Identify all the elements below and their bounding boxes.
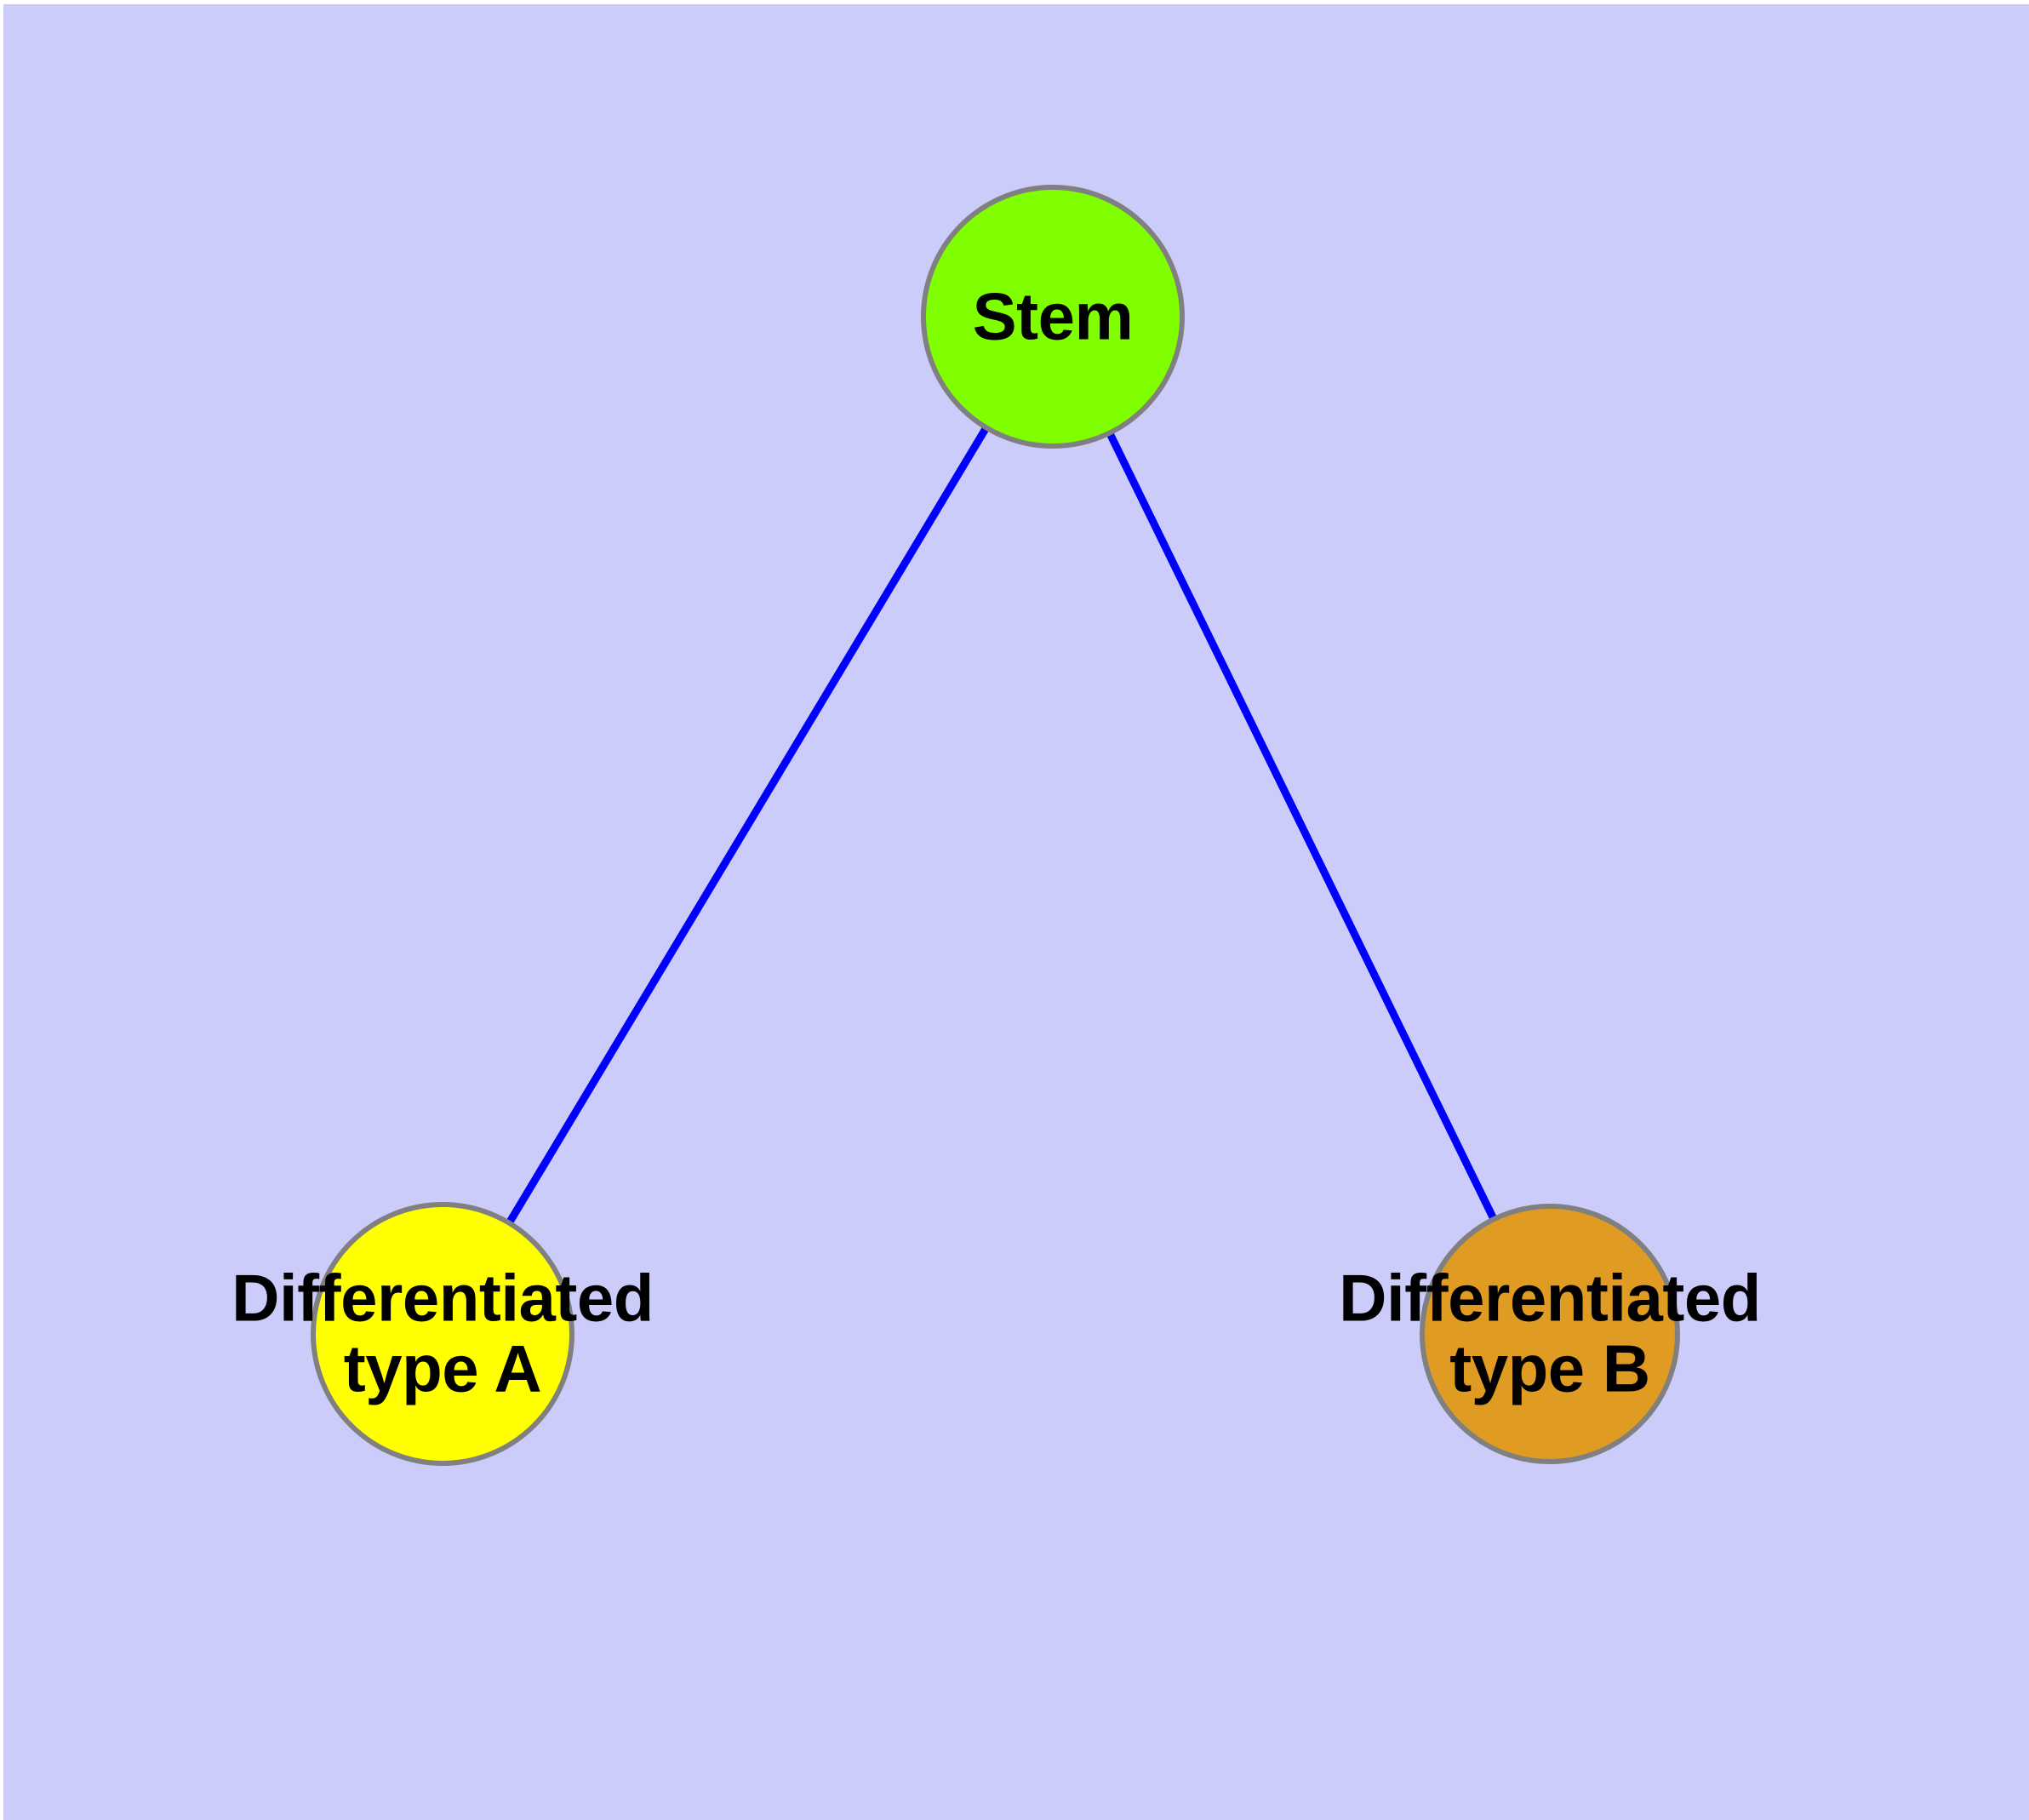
- edge-stem-to-b[interactable]: [1049, 315, 1554, 1336]
- edges-group: [439, 314, 1554, 1336]
- node-circle-diff_a[interactable]: [311, 1202, 574, 1466]
- edge-stem-to-a[interactable]: [439, 314, 1056, 1336]
- node-circle-stem[interactable]: [921, 185, 1185, 449]
- nodes-group: [311, 185, 1680, 1466]
- node-circle-diff_b[interactable]: [1420, 1204, 1680, 1464]
